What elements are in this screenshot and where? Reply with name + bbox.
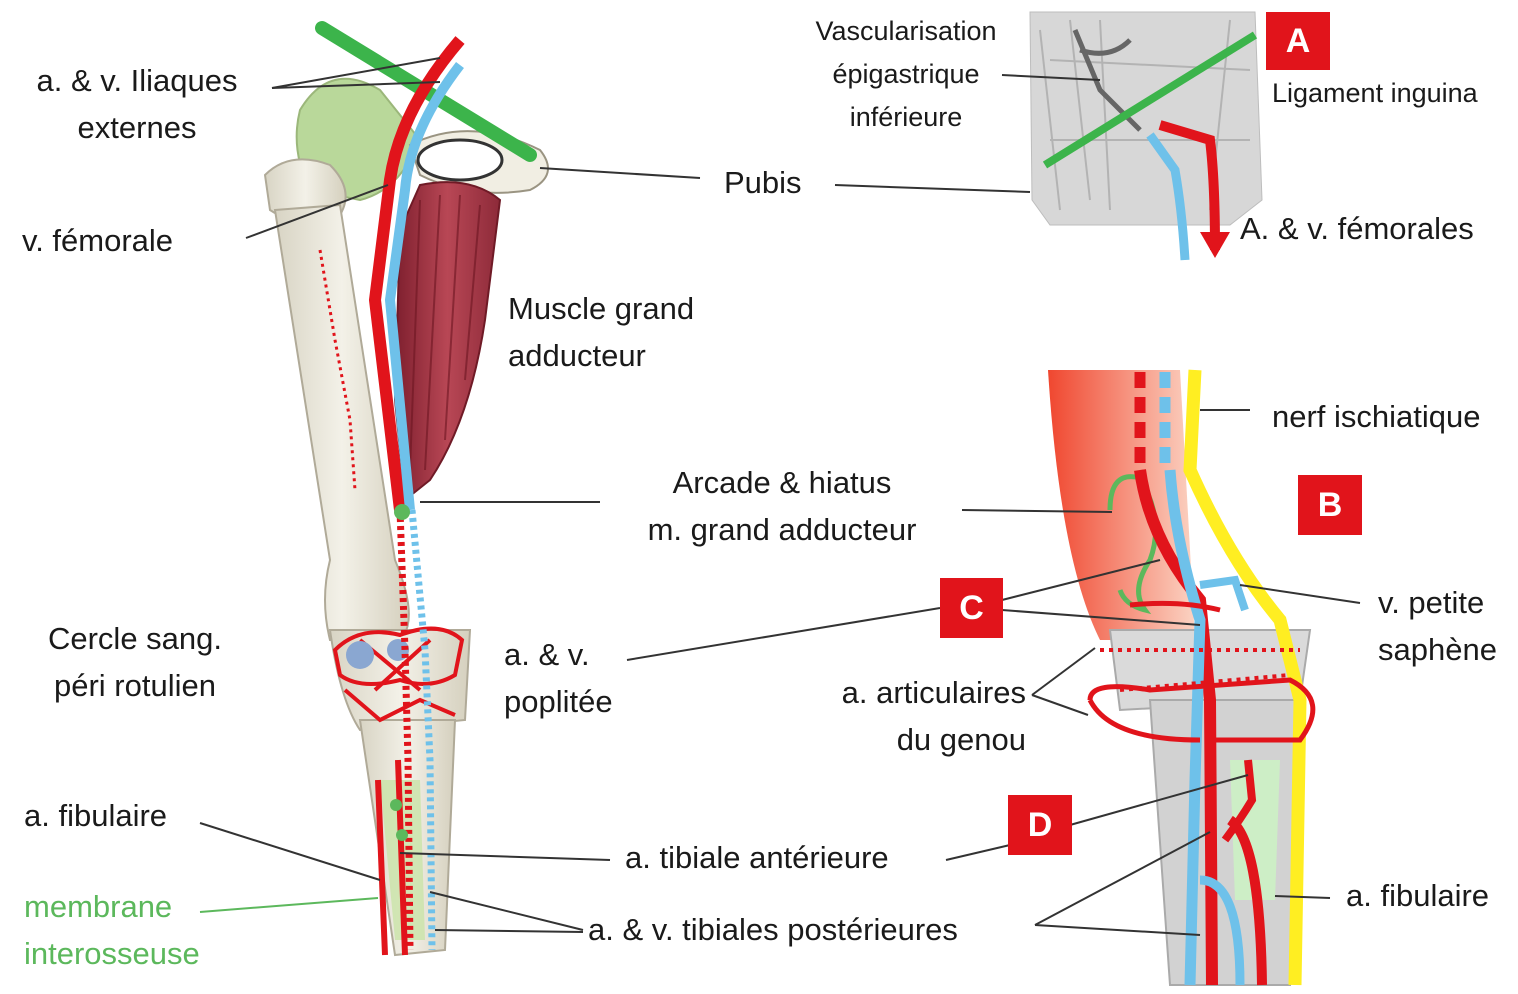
- label-patellar-circle: Cercle sang. péri rotulien: [20, 616, 250, 709]
- label-pubis: Pubis: [724, 160, 802, 207]
- label-fibular-artery-right: a. fibulaire: [1346, 873, 1489, 920]
- badge-c: C: [940, 578, 1003, 638]
- label-interosseous-membrane: membrane interosseuse: [24, 884, 200, 977]
- label-fibular-artery-left: a. fibulaire: [24, 793, 167, 840]
- label-posterior-tibial: a. & v. tibiales postérieures: [588, 907, 958, 954]
- label-femoral-vein: v. fémorale: [22, 218, 173, 265]
- membrane-dot-1: [390, 799, 402, 811]
- label-epigastric: Vascularisation épigastrique inférieure: [796, 10, 1016, 140]
- hiatus-marker: [394, 504, 410, 520]
- badge-d: D: [1008, 795, 1072, 855]
- knee-figure: [1048, 370, 1313, 985]
- left-leg-figure: [265, 28, 548, 955]
- inguinal-inset: [1030, 12, 1262, 260]
- label-genicular-arteries: a. articulaires du genou: [790, 670, 1026, 763]
- label-small-saphenous: v. petite saphène: [1378, 580, 1497, 673]
- label-adductor-muscle: Muscle grand adducteur: [508, 286, 694, 379]
- membrane-dot-2: [396, 829, 408, 841]
- label-adductor-hiatus: Arcade & hiatus m. grand adducteur: [612, 460, 952, 553]
- leg-bones: [1150, 700, 1300, 985]
- label-popliteal: a. & v. poplitée: [504, 632, 613, 725]
- label-iliac-vessels: a. & v. Iliaques externes: [12, 58, 262, 151]
- label-inguinal-ligament: Ligament inguina: [1272, 72, 1478, 115]
- label-anterior-tibial: a. tibiale antérieure: [625, 835, 889, 882]
- badge-b: B: [1298, 475, 1362, 535]
- badge-a: A: [1266, 12, 1330, 70]
- femoral-arrow-head: [1200, 232, 1230, 258]
- membrane-leader: [200, 898, 378, 912]
- label-sciatic-nerve: nerf ischiatique: [1272, 394, 1481, 441]
- obturator-foramen: [418, 140, 502, 180]
- label-femoral-vessels: A. & v. fémorales: [1240, 206, 1474, 253]
